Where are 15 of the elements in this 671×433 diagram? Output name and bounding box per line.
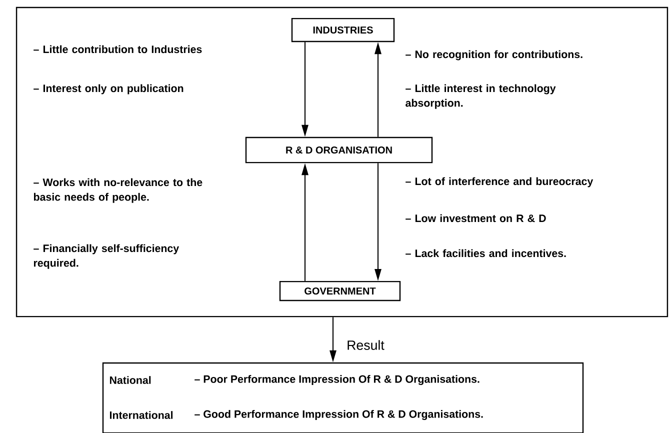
note-text: – Low investment on R & D [406, 214, 546, 222]
entity-box: R & D ORGANISATION [245, 136, 433, 164]
entity-box: GOVERNMENT [279, 280, 401, 302]
result-box: National – Poor Performance Impression Of R & D Organisations. International – Good Performance Impression Of R & D Organisations. [102, 362, 584, 433]
note-text: – Interest only on publication [34, 84, 184, 94]
note-text: – Lot of interference and bureocracy [406, 177, 594, 188]
frame-box [16, 6, 668, 318]
edge-label: Result [348, 340, 384, 350]
note-text: – Little contribution to Industries [34, 45, 202, 54]
note-text: – Works with no-relevance to the basic needs of people. [34, 178, 202, 203]
note-text: – Little interest in technology absorption. [406, 84, 556, 109]
note-text: – Financially self-sufficiency required. [34, 244, 180, 269]
note-text: – No recognition for contributions. [406, 50, 582, 60]
entity-box: INDUSTRIES [291, 18, 395, 42]
note-text: – Lack facilities and incentives. [406, 249, 566, 258]
